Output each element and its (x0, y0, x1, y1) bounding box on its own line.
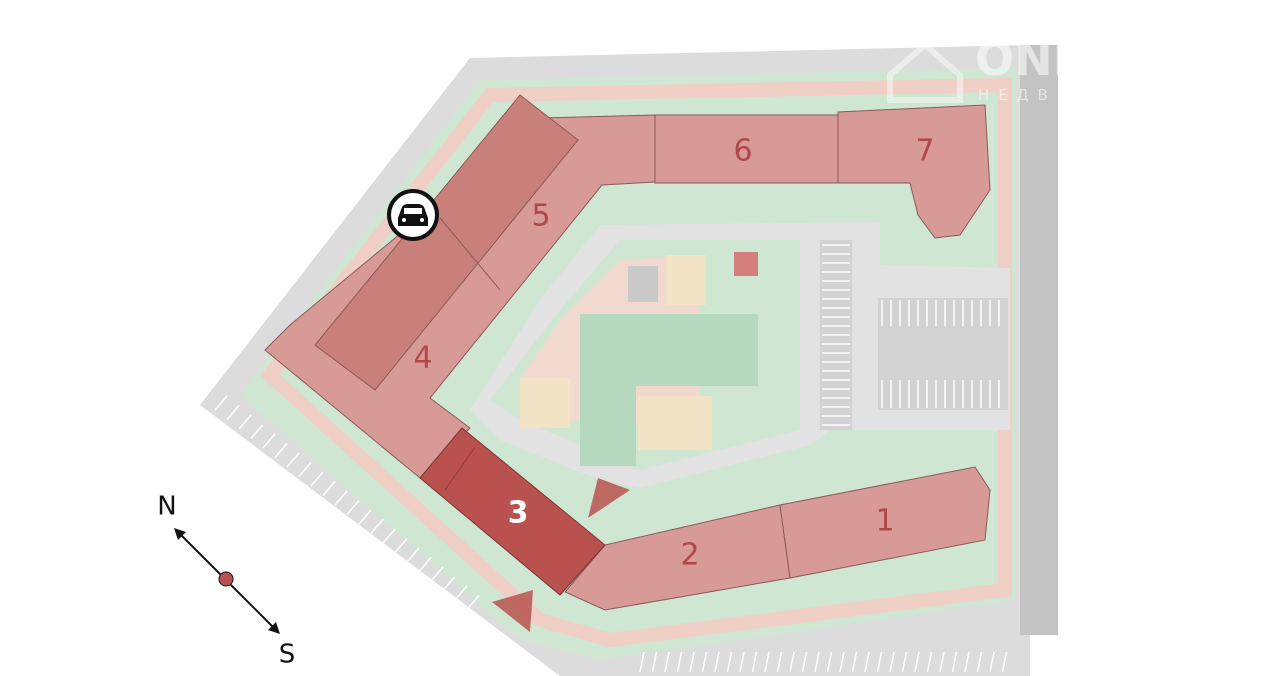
parking-stall-line (454, 585, 468, 601)
parking-stall-line (639, 651, 645, 673)
playground-3 (520, 378, 570, 428)
parking-stall-line (814, 651, 820, 673)
parking-stall-line (664, 651, 670, 673)
parking-stall-line (726, 651, 733, 673)
parking-stall-line (951, 651, 958, 673)
parking-stall-line (914, 651, 920, 673)
parking-stall-line (442, 576, 456, 591)
car-icon[interactable] (387, 189, 439, 241)
parking-stall-line (382, 528, 396, 544)
parking-stall-line (651, 651, 658, 673)
parking-stall-line (801, 651, 808, 673)
parking-stall-line (764, 651, 770, 673)
sports-field (580, 314, 758, 386)
parking-stall-line (418, 557, 432, 572)
parking-stall-line (466, 595, 480, 610)
building-label-2: 2 (680, 538, 699, 573)
building-label-1: 1 (875, 504, 894, 539)
parking-stall-line (889, 651, 895, 673)
parking-stall-line (238, 414, 252, 430)
parking-stall-line (334, 490, 348, 506)
parking-stall-line (989, 651, 995, 673)
parking-building[interactable] (314, 94, 579, 391)
north-arrow-icon (174, 528, 186, 540)
parking-stall-line (370, 519, 384, 534)
playground-1 (638, 396, 712, 450)
east-road (1020, 45, 1058, 635)
parking-stall-line (322, 481, 336, 496)
parking-stall-line (701, 651, 708, 673)
parking-stall-line (964, 651, 970, 673)
watermark: ONREALT НЕДВИЖИМОСТЬ (887, 32, 1222, 104)
logo-house-icon (887, 41, 963, 103)
parking-stall-line (714, 651, 720, 673)
parking-stall-line (406, 547, 420, 563)
building-label-6: 6 (733, 134, 752, 169)
playground-2 (666, 255, 706, 305)
watermark-subtitle: НЕДВИЖИМОСТЬ (978, 86, 1222, 104)
parking-stalls (214, 244, 1008, 673)
south-arrow-icon (268, 622, 280, 634)
building-label-7: 7 (915, 134, 934, 169)
parking-stall-line (864, 651, 870, 673)
parking-stall-line (751, 651, 758, 673)
parking-stall-line (689, 651, 695, 673)
parking-stall-line (394, 538, 408, 553)
parking-stall-line (939, 651, 945, 673)
gray-structure (628, 266, 658, 302)
parking-stall-line (926, 651, 933, 673)
parking-stall-line (430, 566, 444, 582)
parking-stall-line (226, 405, 240, 420)
watermark-brand: ONREALT (975, 32, 1209, 86)
parking-stall-line (250, 424, 264, 439)
parking-lot-east (878, 298, 1008, 410)
parking-stall-line (310, 471, 324, 487)
parking-stall-line (274, 443, 288, 458)
parking-stall-line (839, 651, 845, 673)
parking-stall-line (346, 500, 360, 515)
building-section-7[interactable] (837, 104, 991, 239)
entrance-marker-icon (588, 478, 630, 518)
parking-stall-line (298, 462, 312, 477)
building-section-2[interactable] (564, 504, 791, 611)
compass-south: S (279, 640, 296, 670)
parking-stall-line (739, 651, 745, 673)
parking-stall-line (776, 651, 783, 673)
compass-north: N (157, 492, 176, 522)
parking-stall-line (214, 395, 228, 411)
parking-stall-line (286, 452, 300, 468)
parking-stall-line (789, 651, 795, 673)
building-label-3: 3 (508, 496, 529, 531)
sports-field-extension (580, 386, 636, 466)
parking-stall-line (1001, 651, 1008, 673)
parking-stall-line (901, 651, 908, 673)
building-section-3-selected[interactable] (419, 427, 606, 596)
parking-stall-line (676, 651, 683, 673)
parking-stall-line (876, 651, 883, 673)
section-divider (439, 217, 501, 291)
parking-stall-line (851, 651, 858, 673)
building-section-1[interactable] (779, 466, 991, 579)
compass: N S (157, 492, 295, 670)
parking-stall-line (976, 651, 983, 673)
parking-stall-line (826, 651, 833, 673)
building-label-5: 5 (531, 199, 550, 234)
entrance-marker-icon (492, 590, 533, 632)
building-label-4: 4 (413, 341, 432, 376)
small-structure (734, 252, 758, 276)
parking-stall-line (358, 509, 372, 525)
section-divider (444, 446, 476, 491)
parking-stall-line (262, 433, 276, 449)
paths-area (260, 77, 1012, 648)
